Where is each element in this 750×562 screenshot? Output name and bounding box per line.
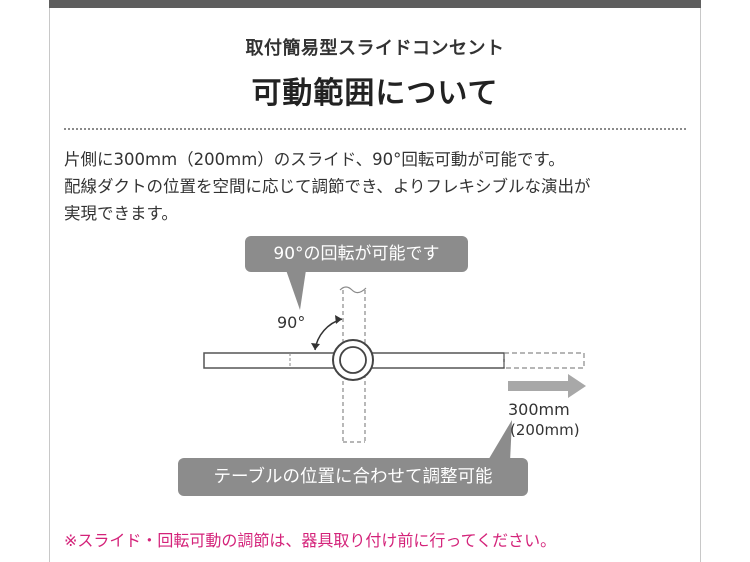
- rotation-callout: 90°の回転が可能です: [245, 236, 468, 272]
- description-line: 片側に300mm（200mm）のスライド、90°回転可動が可能です。: [64, 150, 565, 169]
- angle-label: 90°: [277, 313, 306, 332]
- dotted-divider: [64, 128, 686, 130]
- rotation-callout-pointer: [286, 270, 306, 310]
- content-frame: [49, 0, 701, 562]
- duct-break-mark: [339, 286, 367, 294]
- angle-arc: [314, 318, 343, 351]
- angle-arrowhead: [311, 343, 320, 350]
- position-callout: テーブルの位置に合わせて調整可能: [178, 458, 528, 496]
- description-line: 実現できます。: [64, 204, 178, 223]
- slide-extension: [503, 352, 585, 369]
- position-callout-pointer: [487, 420, 512, 462]
- slide-arrow-shaft: [508, 381, 570, 391]
- page-title: 可動範囲について: [251, 76, 499, 111]
- description-line: 配線ダクトの位置を空間に応じて調節でき、よりフレキシブルな演出が: [64, 177, 591, 196]
- slide-distance-alt: (200mm): [510, 421, 580, 439]
- top-bar: [49, 0, 701, 8]
- slide-arrow-head: [568, 374, 586, 398]
- caution-note: ※スライド・回転可動の調節は、器具取り付け前に行ってください。: [64, 531, 557, 550]
- rotated-duct-outline: [342, 290, 366, 443]
- slide-distance-main: 300mm: [508, 400, 570, 419]
- slide-distance-label: 300mm (200mm): [508, 400, 580, 440]
- rotation-hub-inner: [339, 346, 367, 374]
- description: 片側に300mm（200mm）のスライド、90°回転可動が可能です。 配線ダクト…: [64, 146, 694, 227]
- angle-arrowhead: [335, 315, 342, 324]
- page-subtitle: 取付簡易型スライドコンセント: [245, 38, 505, 59]
